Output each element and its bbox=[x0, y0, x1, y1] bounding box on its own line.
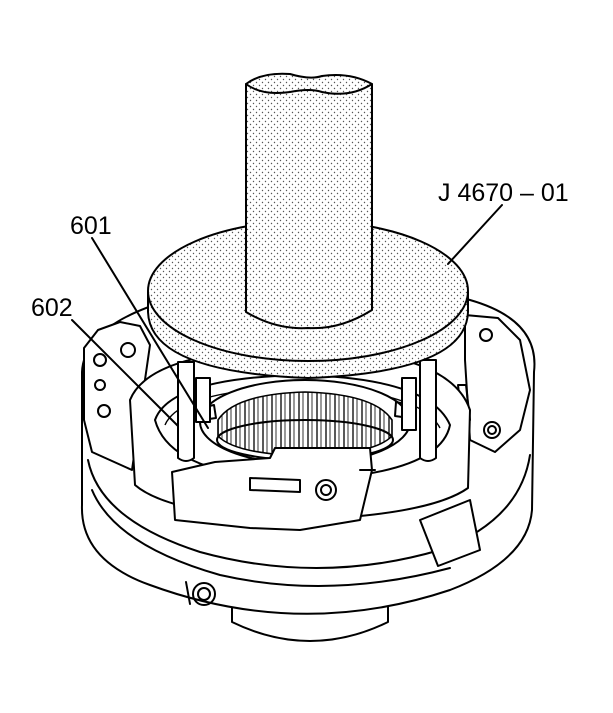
tool-leg bbox=[195, 377, 211, 423]
leader-601 bbox=[91, 237, 209, 429]
bolt-hole bbox=[97, 404, 111, 418]
tool-leg bbox=[177, 361, 195, 462]
leader-602 bbox=[71, 319, 179, 427]
leader-tool bbox=[447, 204, 503, 265]
bolt-hole bbox=[94, 379, 106, 391]
press-ram bbox=[245, 72, 373, 330]
plate-slot bbox=[249, 477, 301, 493]
bolt-hole bbox=[479, 328, 493, 342]
plate-bolt-hole bbox=[315, 479, 337, 501]
housing-block-right bbox=[419, 499, 481, 567]
bolt-hole bbox=[93, 353, 107, 367]
tool-leg bbox=[419, 359, 437, 462]
side-port bbox=[192, 582, 216, 606]
bolt-hole bbox=[483, 421, 501, 439]
tool-leg bbox=[401, 377, 417, 431]
callout-tool: J 4670 – 01 bbox=[438, 179, 569, 207]
callout-601: 601 bbox=[70, 212, 112, 240]
spline-teeth bbox=[217, 391, 393, 457]
bolt-hole bbox=[120, 342, 136, 358]
callout-602: 602 bbox=[31, 294, 73, 322]
